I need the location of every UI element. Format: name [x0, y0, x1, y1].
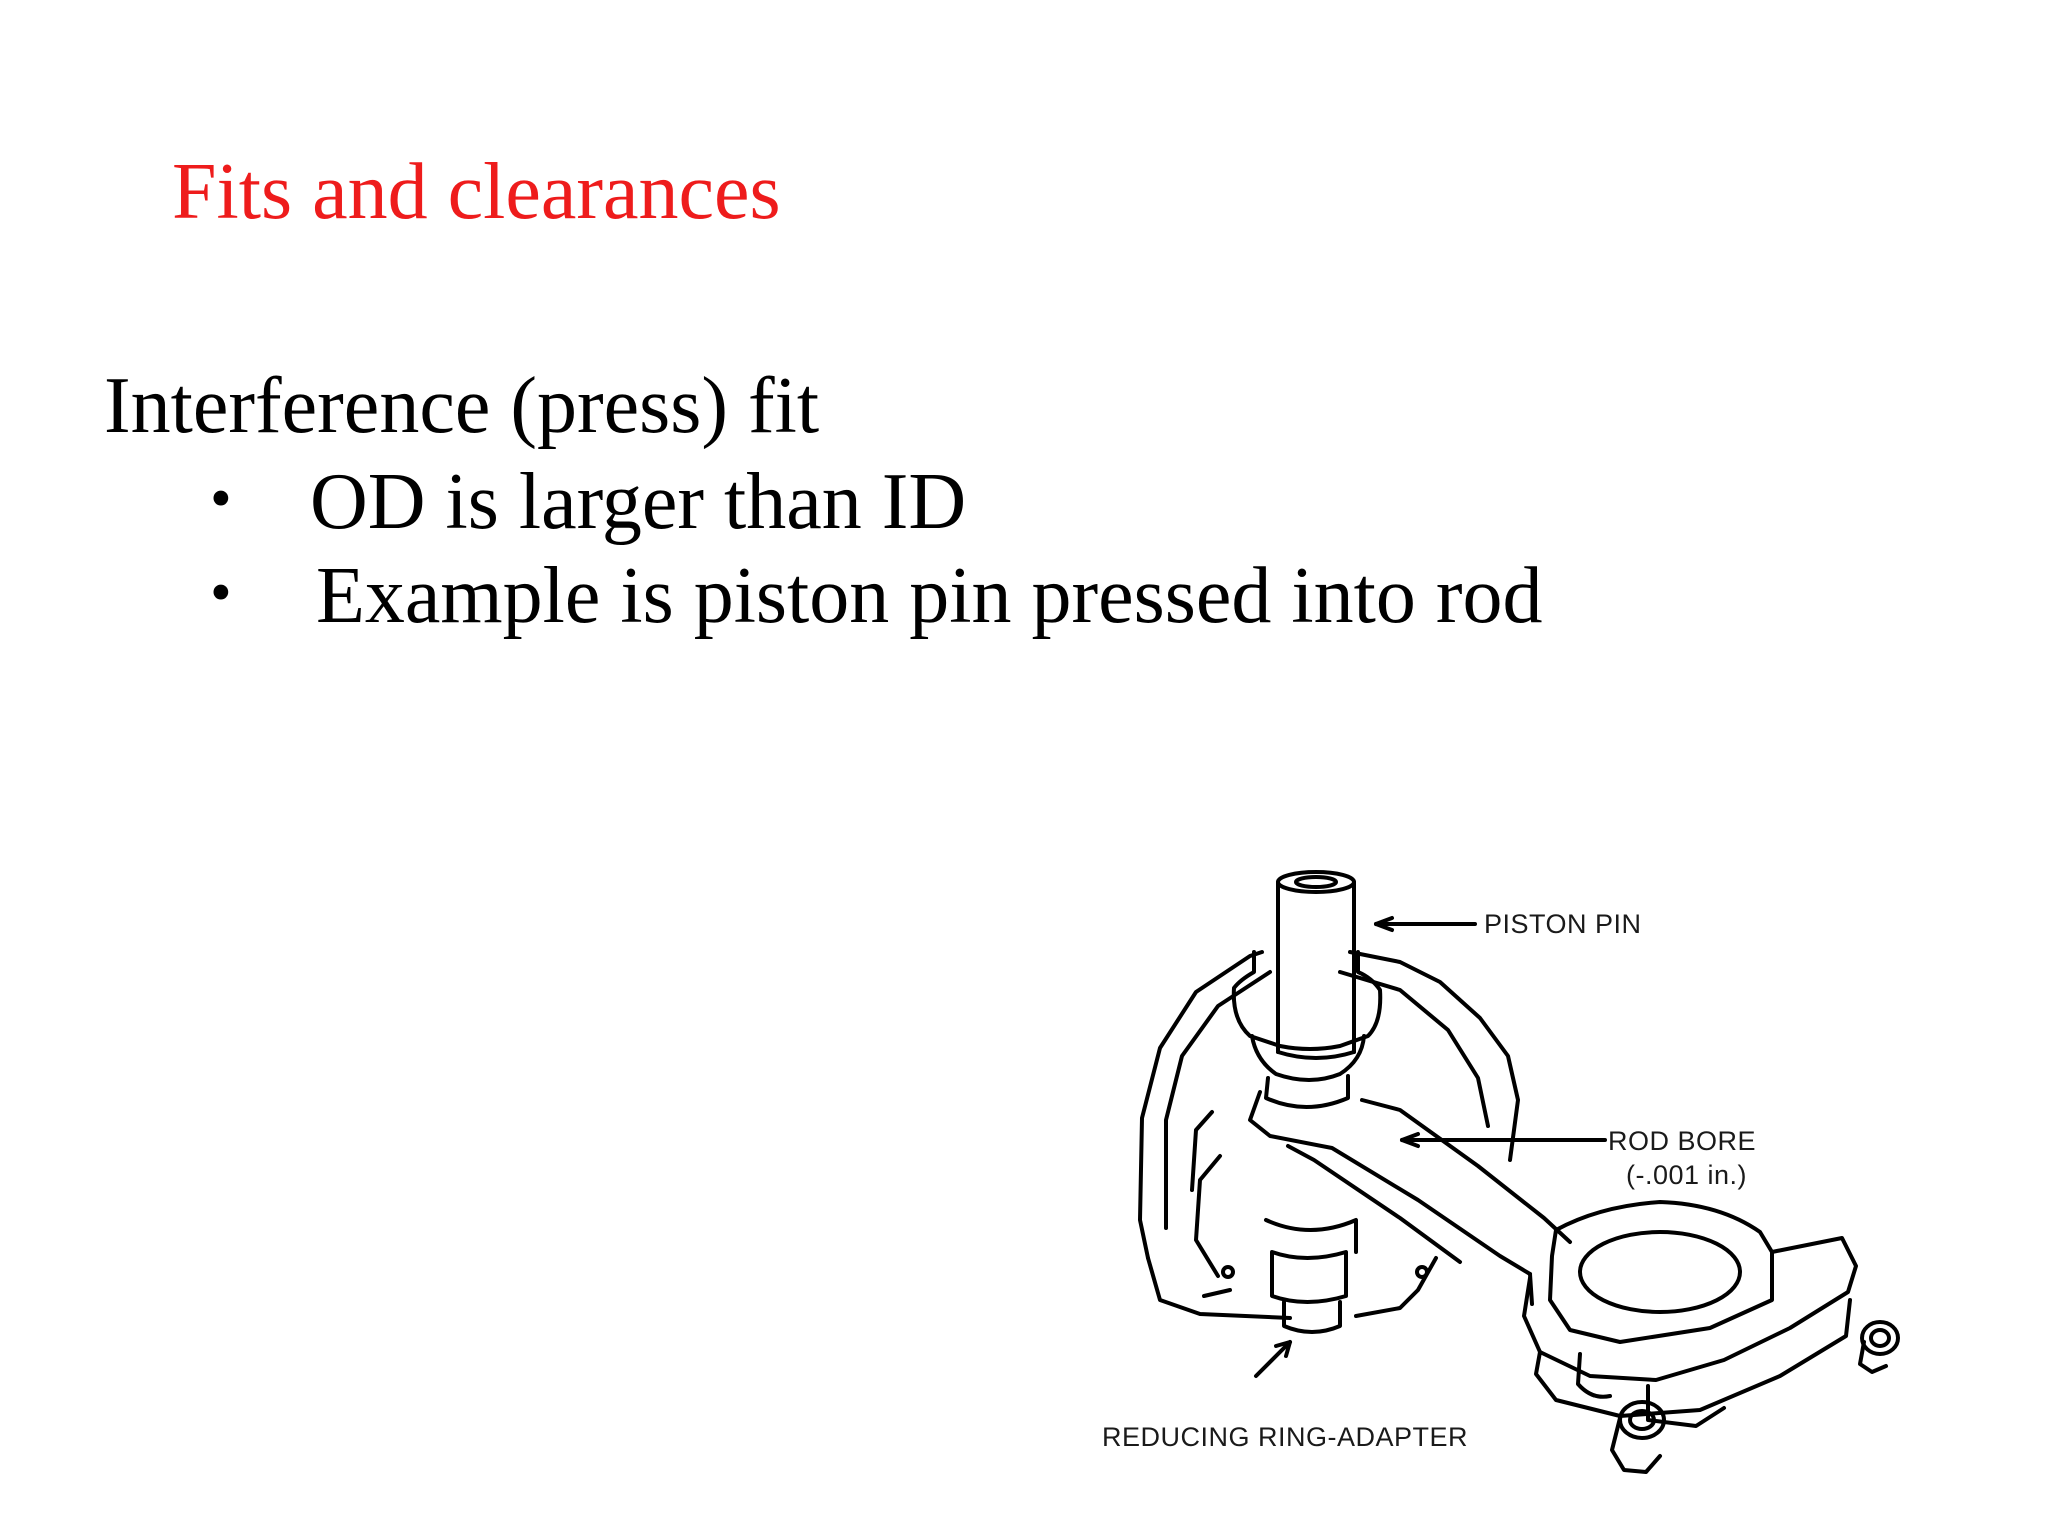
label-rod-bore: ROD BORE	[1608, 1126, 1756, 1156]
piston-body	[1138, 950, 1520, 1320]
connecting-rod	[1248, 1090, 1572, 1306]
bullet-text: Example is piston pin pressed into rod	[316, 552, 1543, 640]
piston-pin	[1276, 870, 1356, 1060]
label-rod-bore-spec: (-.001 in.)	[1626, 1160, 1747, 1190]
reducing-ring-adapter	[1264, 1218, 1358, 1334]
section-heading: Interference (press) fit	[104, 362, 820, 450]
bullet-icon: •	[210, 559, 232, 627]
bullet-text: OD is larger than ID	[310, 458, 967, 546]
leader-lines	[1254, 916, 1607, 1378]
label-piston-pin: PISTON PIN	[1484, 909, 1642, 939]
cap-bolts	[1610, 1320, 1900, 1474]
piston-rod-illustration: PISTON PIN ROD BORE (-.001 in.) REDUCING…	[1102, 870, 1900, 1474]
bullet-icon: •	[210, 465, 232, 533]
rod-big-end	[1522, 1200, 1858, 1428]
label-reducing-ring-adapter: REDUCING RING-ADAPTER	[1102, 1422, 1468, 1452]
slide-title: Fits and clearances	[172, 148, 781, 236]
pin-boss	[1231, 950, 1383, 1109]
